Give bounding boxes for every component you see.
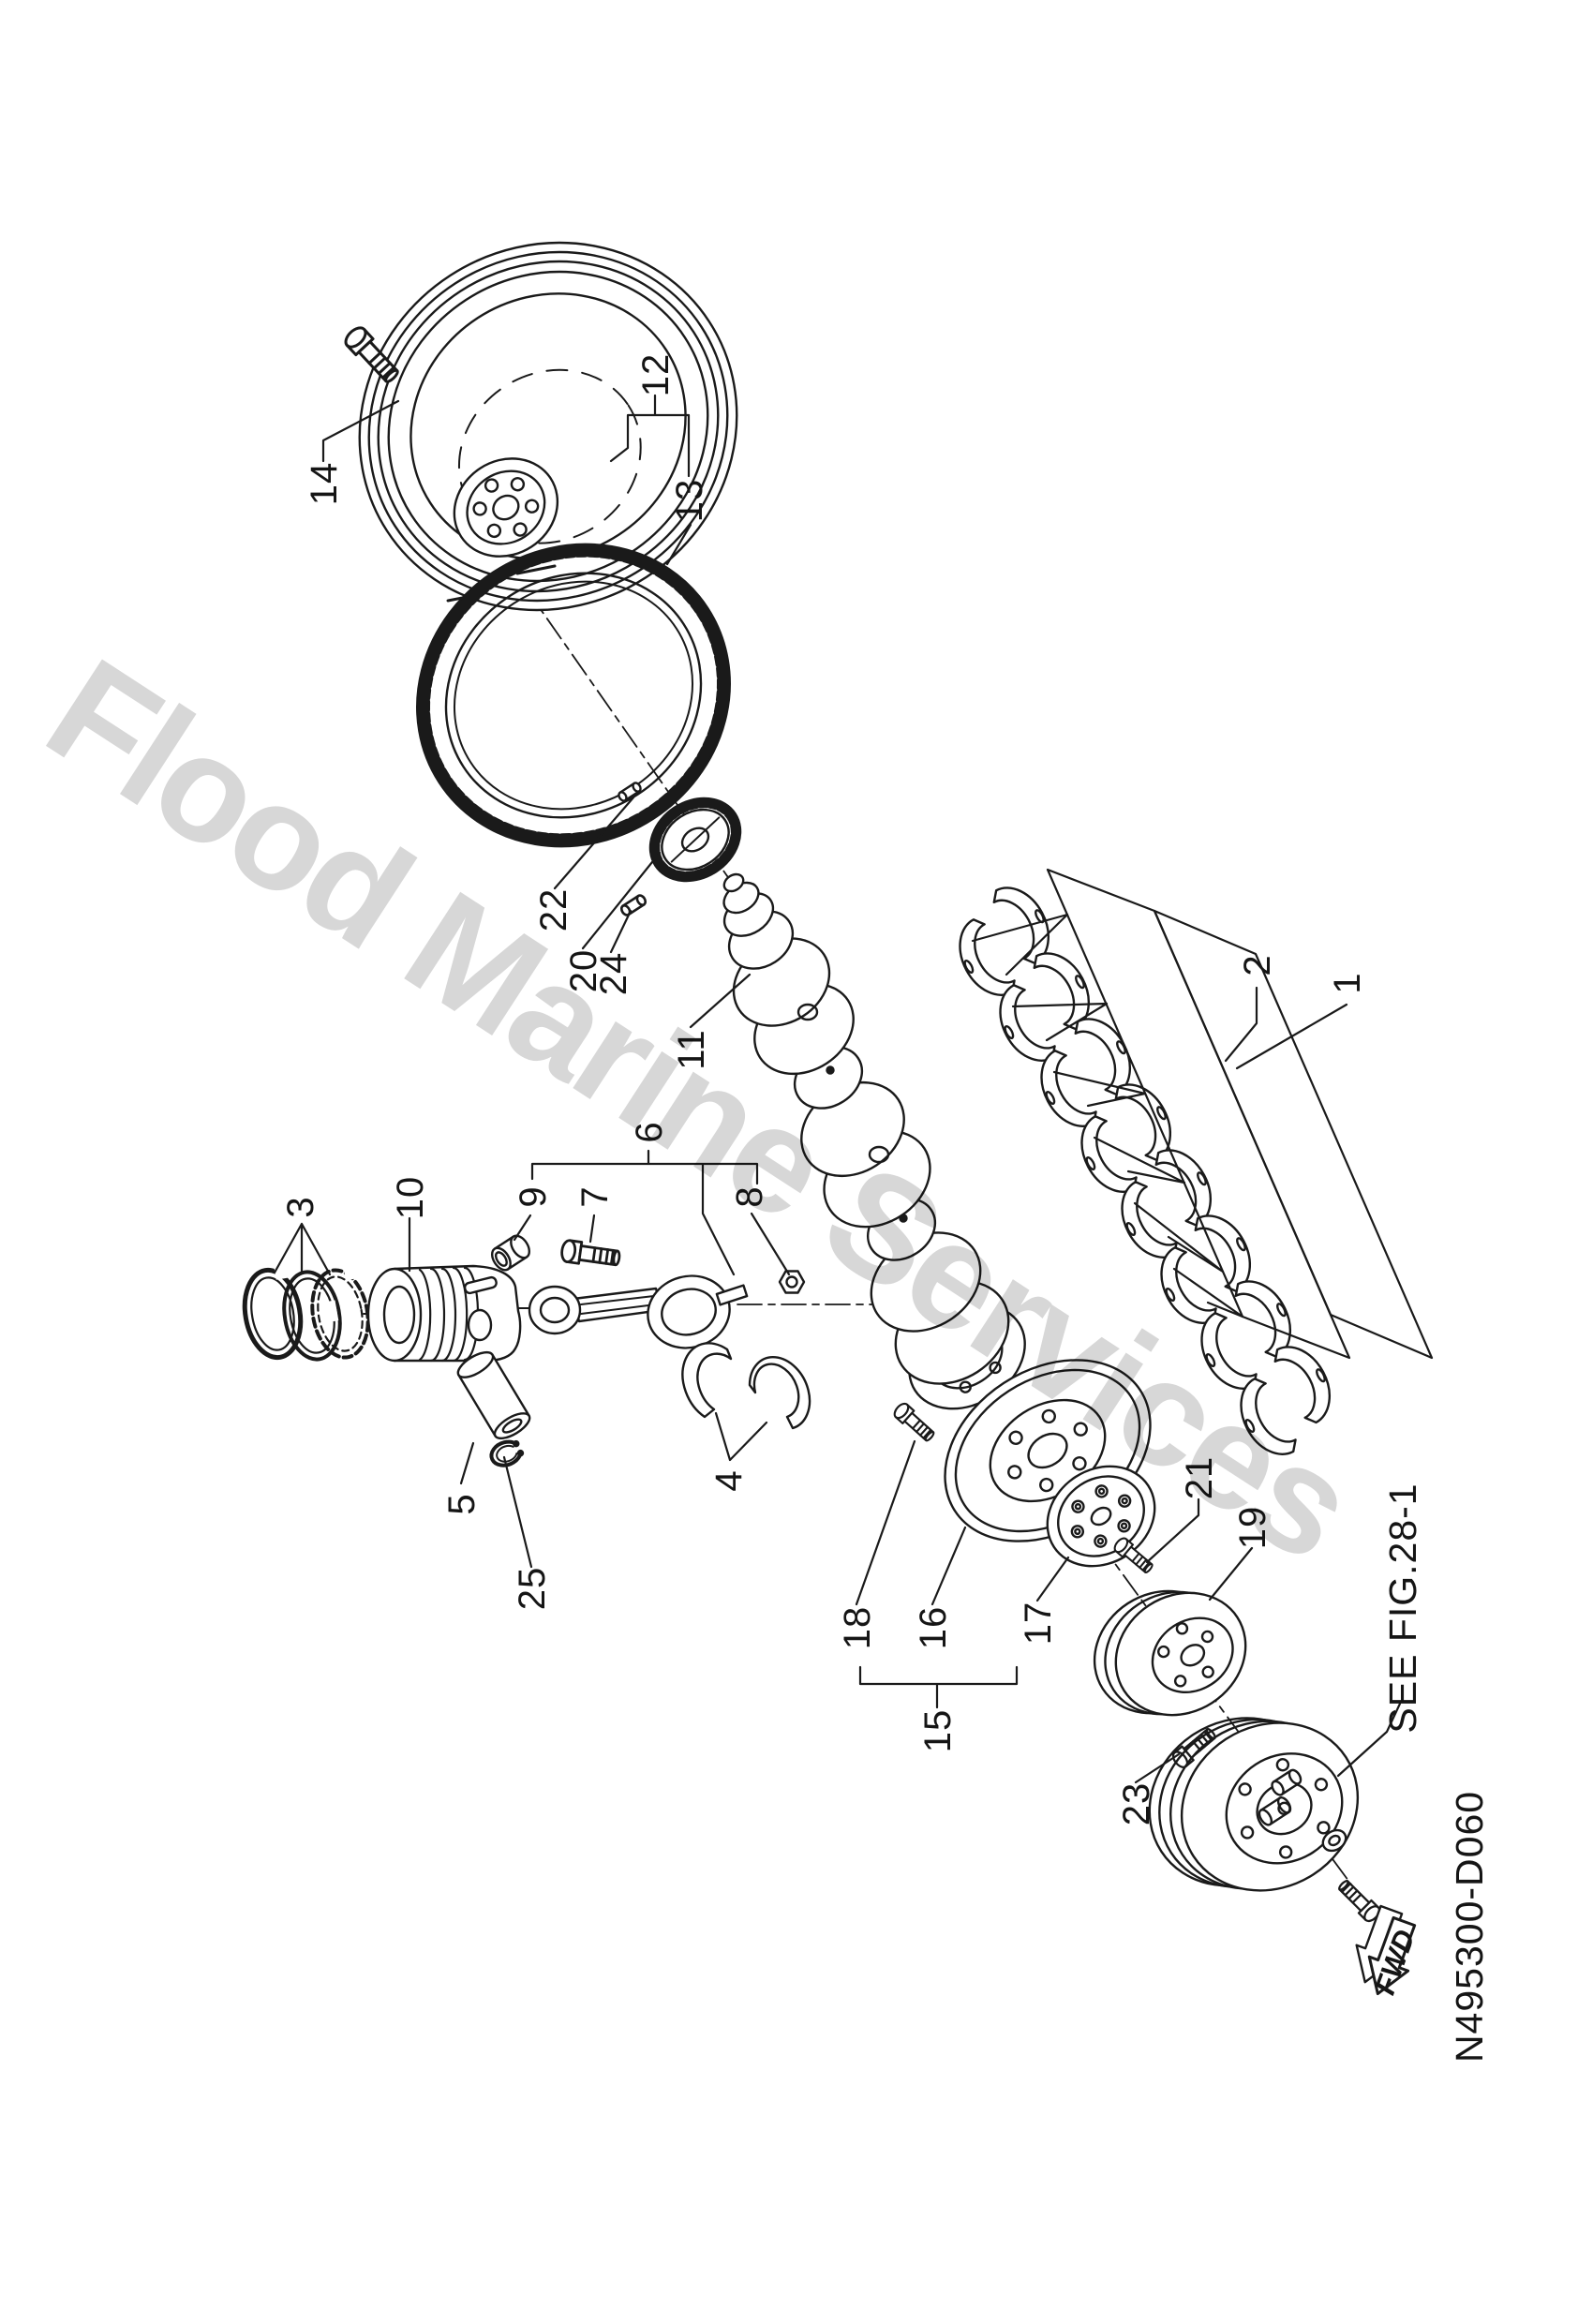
callout-21: 21 bbox=[1179, 1456, 1220, 1500]
callout-11: 11 bbox=[671, 1029, 712, 1070]
rod-bolt-icon bbox=[558, 1238, 622, 1271]
small-end-bushing bbox=[490, 1234, 531, 1272]
callout-25: 25 bbox=[512, 1567, 553, 1611]
flywheel-hub bbox=[453, 457, 559, 558]
callout-17: 17 bbox=[1018, 1601, 1059, 1646]
pulley-set-bolt-icon bbox=[890, 1400, 938, 1445]
pin-circlip-icon bbox=[489, 1439, 525, 1467]
callout-10: 10 bbox=[390, 1176, 431, 1220]
callout-3: 3 bbox=[280, 1196, 321, 1217]
callout-24: 24 bbox=[593, 952, 634, 996]
callout-20: 20 bbox=[563, 949, 604, 993]
drawing-number: N495300-D060 bbox=[1448, 1791, 1491, 2063]
callout-4: 4 bbox=[708, 1469, 750, 1491]
callout-6: 6 bbox=[629, 1121, 670, 1142]
figure-reference: SEE FIG.28-1 bbox=[1381, 1482, 1424, 1733]
callout-14: 14 bbox=[304, 462, 345, 506]
callout-1: 1 bbox=[1327, 972, 1368, 993]
piston-rings bbox=[242, 1263, 533, 1362]
callouts: 14 12 13 22 20 24 11 2 1 6 9 7 8 3 10 5 … bbox=[280, 353, 1368, 1826]
crankshaft bbox=[722, 872, 1026, 1410]
damper-pulley bbox=[1148, 1717, 1360, 1892]
timing-gear bbox=[648, 797, 742, 883]
fwd-arrow: FWD bbox=[1355, 1904, 1422, 1999]
damper-bolt-icon bbox=[1334, 1876, 1384, 1926]
rod-bearing-shells bbox=[681, 1342, 811, 1430]
piston-pin bbox=[456, 1350, 531, 1440]
callout-7: 7 bbox=[574, 1185, 616, 1207]
callout-19: 19 bbox=[1232, 1506, 1273, 1550]
piston bbox=[366, 1264, 522, 1363]
callout-16: 16 bbox=[913, 1606, 954, 1650]
callout-9: 9 bbox=[513, 1185, 554, 1207]
washer-icon bbox=[1321, 1828, 1347, 1853]
callout-5: 5 bbox=[441, 1493, 483, 1514]
flywheel bbox=[358, 241, 738, 612]
callout-13: 13 bbox=[669, 479, 710, 523]
callout-2: 2 bbox=[1237, 954, 1278, 976]
grooved-pulley bbox=[1093, 1589, 1247, 1717]
callout-23: 23 bbox=[1116, 1782, 1157, 1826]
callout-12: 12 bbox=[635, 353, 677, 397]
leader-lines bbox=[273, 394, 1402, 1784]
connecting-rod bbox=[528, 1274, 749, 1349]
rod-nut-icon bbox=[778, 1270, 806, 1294]
callout-22: 22 bbox=[533, 888, 574, 932]
callout-8: 8 bbox=[729, 1185, 770, 1207]
callout-18: 18 bbox=[837, 1606, 878, 1650]
bearing-group-brackets bbox=[971, 868, 1434, 1360]
callout-15: 15 bbox=[917, 1709, 959, 1753]
